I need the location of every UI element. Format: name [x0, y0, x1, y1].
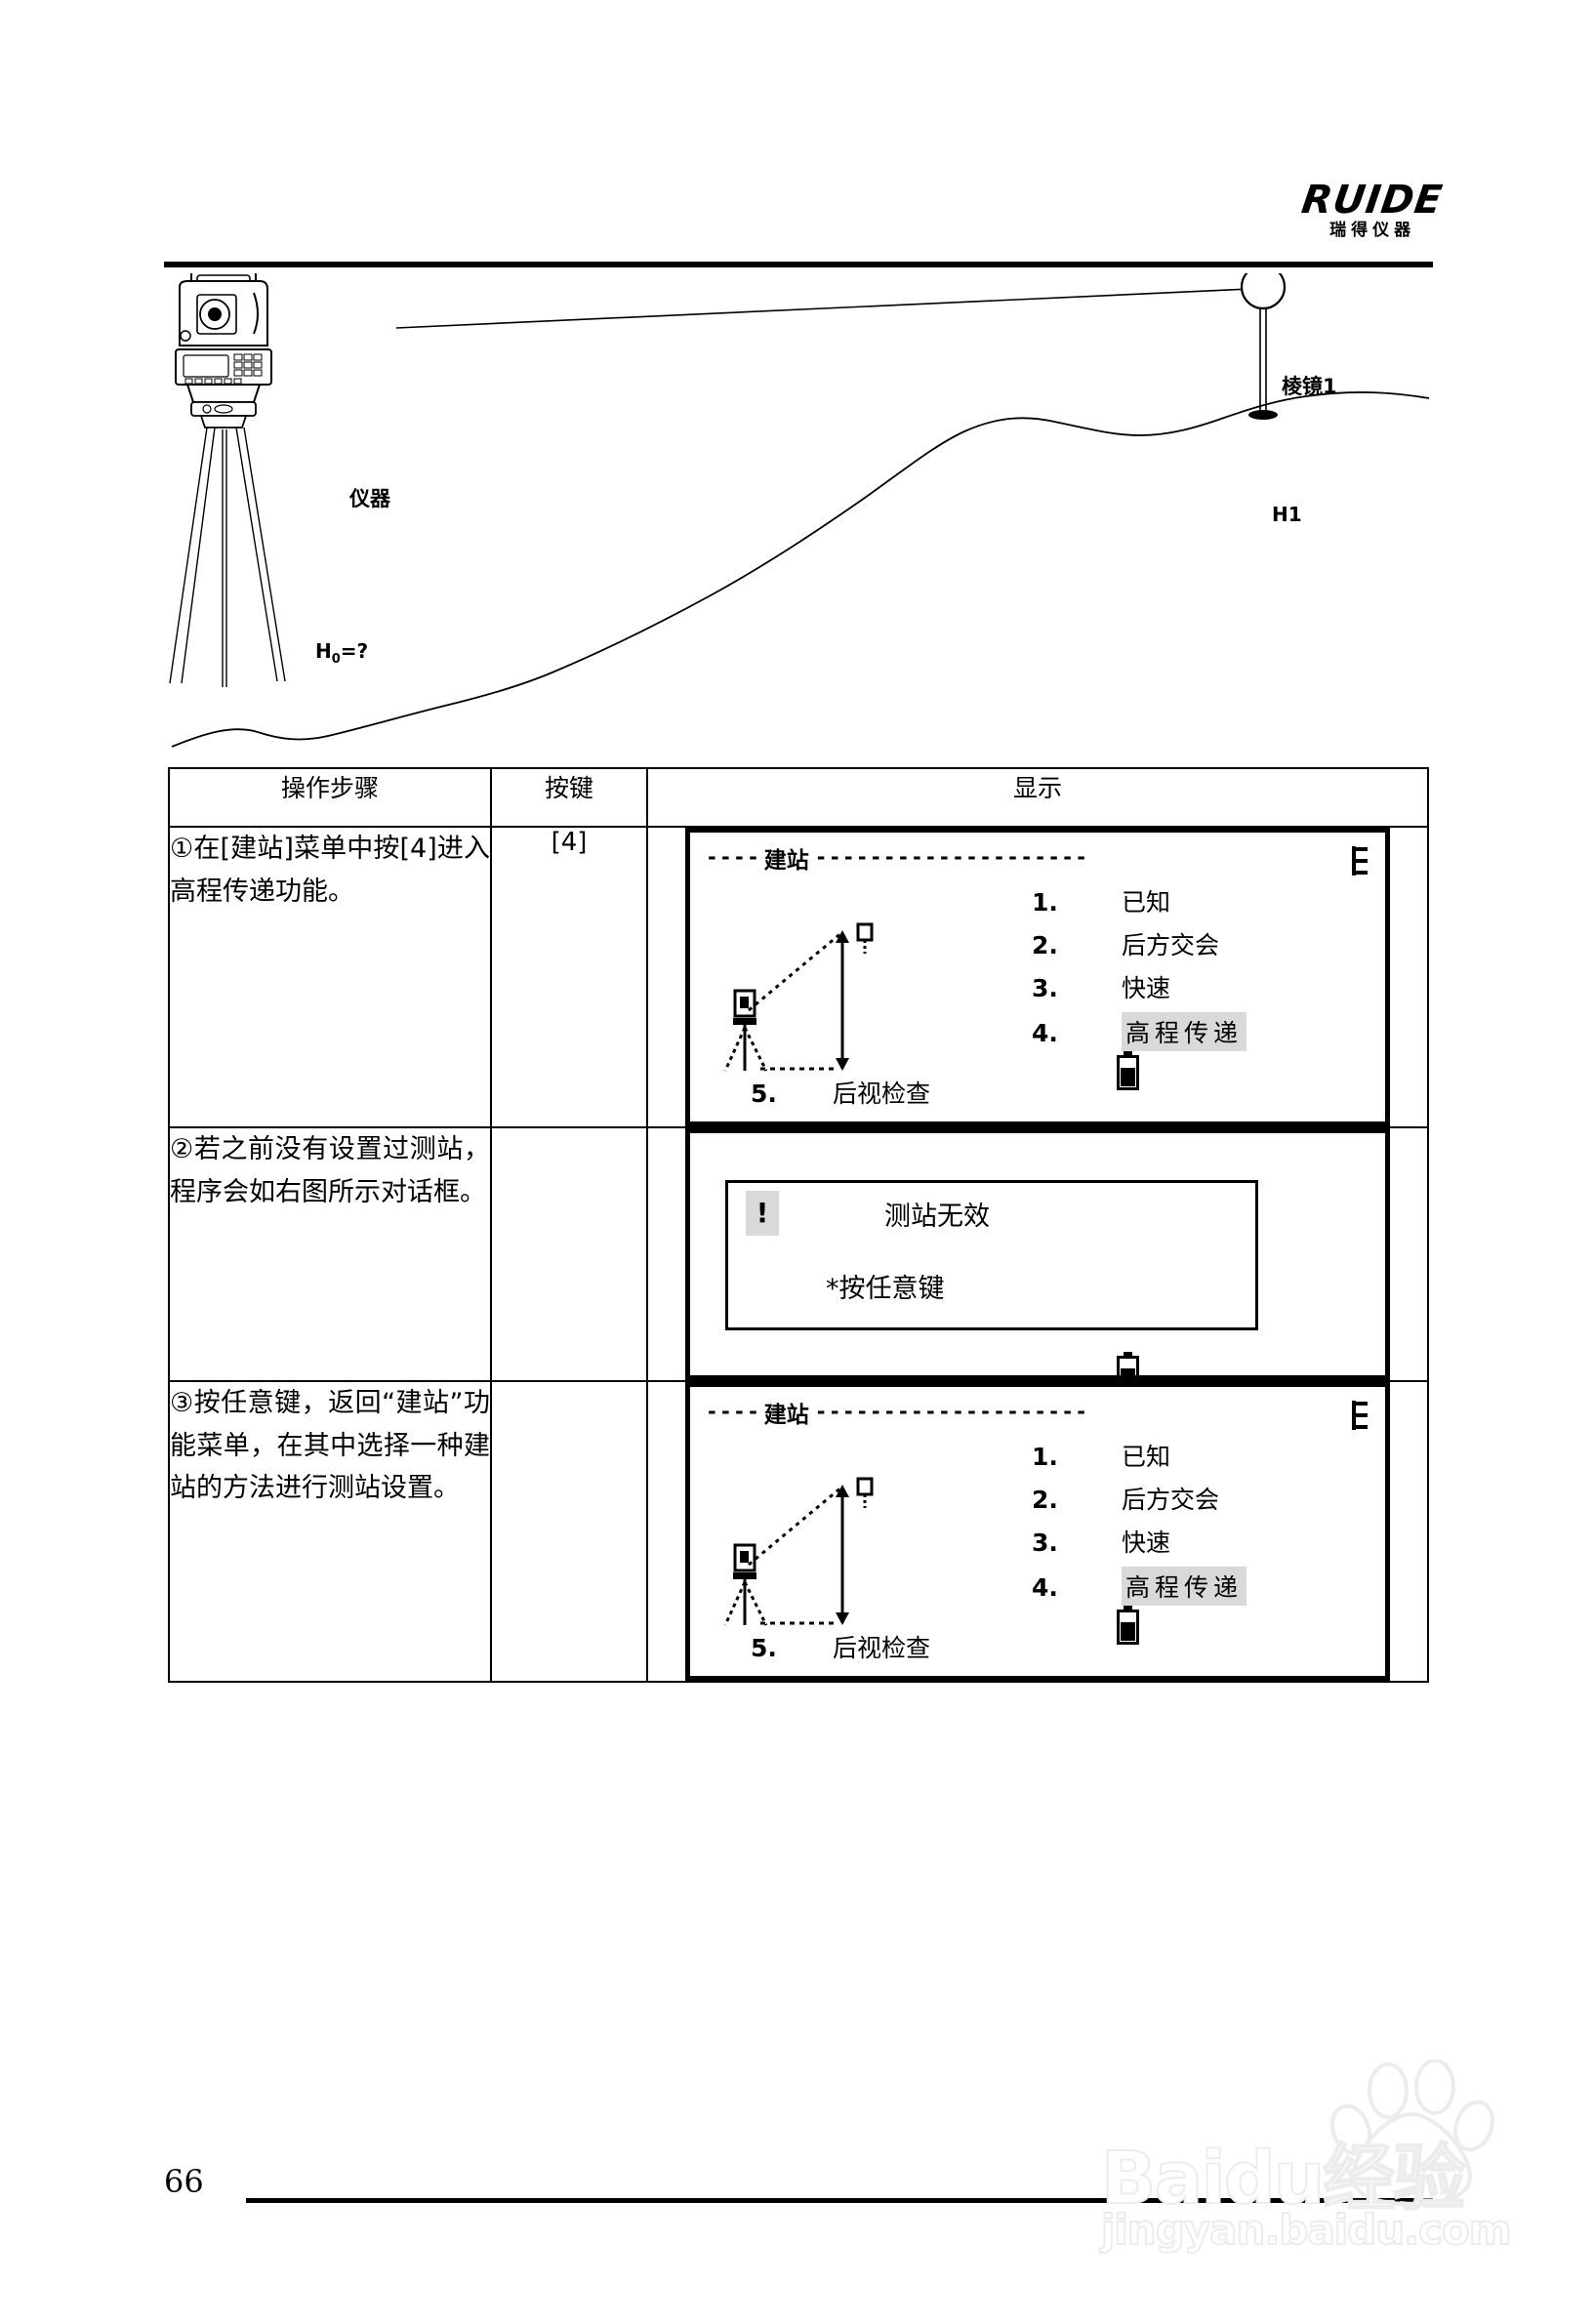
step-cell: ①在[建站]菜单中按[4]进入高程传递功能。	[168, 826, 492, 1128]
lcd-screen-setup-menu: - - - - 建站 - - - - - - - - - - - - - - -…	[685, 1382, 1390, 1681]
display-cell: - - - - 建站 - - - - - - - - - - - - - - -…	[646, 826, 1429, 1128]
table-row: ①在[建站]菜单中按[4]进入高程传递功能。 [4] - - - - 建站 - …	[168, 826, 1429, 1128]
menu-item-number: 1.	[1032, 888, 1058, 917]
key-cell: [4]	[490, 826, 648, 1128]
table-row: ③按任意键，返回“建站”功能菜单，在其中选择一种建站的方法进行测站设置。 - -…	[168, 1380, 1429, 1683]
step-text: ①在[建站]菜单中按[4]进入高程传递功能。	[170, 834, 490, 907]
dialog-message: 测站无效	[884, 1202, 990, 1232]
column-header-display: 显示	[646, 767, 1429, 828]
menu-item[interactable]: 3. 快速	[1032, 969, 1373, 1012]
table-header-row: 操作步骤 按键 显示	[168, 767, 1429, 828]
step-cell: ③按任意键，返回“建站”功能菜单，在其中选择一种建站的方法进行测站设置。	[168, 1380, 492, 1683]
page-number: 66	[164, 2163, 204, 2200]
display-cell: - - - - 建站 - - - - - - - - - - - - - - -…	[646, 1380, 1429, 1683]
lcd-title-row: - - - - 建站 - - - - - - - - - - - - - - -…	[708, 1399, 1371, 1432]
menu-item-number: 2.	[1032, 1486, 1058, 1514]
logo-wordmark: RUIDE	[1299, 178, 1447, 223]
menu-item-label: 后视检查	[833, 1634, 931, 1662]
pole-base	[1248, 410, 1278, 420]
menu-item-number: 1.	[1032, 1443, 1058, 1471]
station-height-unknown: =?	[340, 639, 369, 663]
tripod-legs	[169, 427, 286, 687]
brand-logo: RUIDE 瑞得仪器	[1299, 178, 1447, 240]
lcd-menu-list: 1. 已知 2. 后方交会 3. 快速	[1032, 883, 1373, 1055]
terrain-line	[171, 391, 1430, 748]
height-transfer-diagram: 仪器 棱镜1 H1 H0=?	[164, 273, 1433, 752]
lcd-schematic-icon	[723, 1477, 874, 1626]
menu-item[interactable]: 2. 后方交会	[1032, 926, 1373, 969]
total-station-instrument	[175, 273, 272, 428]
signal-icon	[1352, 1401, 1371, 1430]
lcd-screen-setup-menu: - - - - 建站 - - - - - - - - - - - - - - -…	[685, 828, 1390, 1126]
menu-item-label: 快速	[1122, 1529, 1171, 1557]
watermark: Baidu经验 jingyan.baidu.com	[1093, 2059, 1552, 2284]
display-cell: ! 测站无效 *按任意键	[646, 1126, 1429, 1391]
prism-head	[1240, 273, 1287, 310]
signal-icon	[1352, 846, 1371, 876]
watermark-brand: Baidu经验	[1100, 2136, 1466, 2222]
menu-item-label: 后方交会	[1122, 931, 1220, 959]
station-height-subscript: 0	[331, 652, 341, 667]
menu-item-label: 已知	[1122, 1443, 1171, 1471]
procedure-table: 操作步骤 按键 显示 ①在[建站]菜单中按[4]进入高程传递功能。 [4] - …	[168, 767, 1429, 1683]
lcd-dash-left: - - - -	[708, 1399, 757, 1423]
menu-item-number: 4.	[1032, 1019, 1058, 1047]
dialog-hint: *按任意键	[826, 1274, 945, 1304]
menu-item[interactable]: 1. 已知	[1032, 1438, 1373, 1481]
line-of-sight	[395, 288, 1251, 329]
column-header-steps: 操作步骤	[168, 767, 492, 828]
watermark-url: jingyan.baidu.com	[1100, 2205, 1513, 2255]
key-cell	[490, 1380, 648, 1683]
menu-item-number: 5.	[751, 1080, 777, 1108]
menu-item-selected[interactable]: 4. 高程传递	[1032, 1567, 1373, 1610]
lcd-title-row: - - - - 建站 - - - - - - - - - - - - - - -…	[708, 844, 1371, 877]
menu-item-label-highlighted: 高程传递	[1122, 1567, 1247, 1606]
menu-item-number: 4.	[1032, 1573, 1058, 1602]
lcd-dash-left: - - - -	[708, 844, 757, 869]
target-height-label: H1	[1272, 503, 1302, 526]
menu-item-number: 3.	[1032, 1529, 1058, 1557]
menu-item-label: 后方交会	[1122, 1486, 1220, 1514]
warning-icon: !	[746, 1191, 779, 1236]
column-header-key: 按键	[490, 767, 648, 828]
prism-pole	[1240, 273, 1287, 420]
menu-item-number: 2.	[1032, 931, 1058, 959]
paw-icon	[1330, 2059, 1494, 2206]
diagram-svg	[169, 273, 1430, 748]
menu-item-label: 已知	[1122, 888, 1171, 917]
menu-item[interactable]: 3. 快速	[1032, 1524, 1373, 1567]
footer-divider	[246, 2198, 1433, 2203]
menu-item[interactable]: 2. 后方交会	[1032, 1481, 1373, 1524]
lcd-title: 建站	[763, 847, 809, 874]
step-text: ③按任意键，返回“建站”功能菜单，在其中选择一种建站的方法进行测站设置。	[170, 1388, 490, 1504]
dialog-box: ! 测站无效 *按任意键	[725, 1180, 1258, 1330]
station-height-label: H0=?	[315, 639, 368, 667]
menu-item-number: 3.	[1032, 974, 1058, 1002]
battery-icon	[1117, 1051, 1139, 1090]
lcd-menu-list: 1. 已知 2. 后方交会 3. 快速	[1032, 1438, 1373, 1610]
lcd-dash-right: - - - - - - - - - - - - - - - - - - - -	[816, 1401, 1085, 1422]
menu-item[interactable]: 5. 后视检查	[751, 1075, 930, 1110]
menu-item-label: 后视检查	[833, 1080, 931, 1108]
step-cell: ②若之前没有设置过测站，程序会如右图所示对话框。	[168, 1126, 492, 1382]
step-text: ②若之前没有设置过测站，程序会如右图所示对话框。	[170, 1134, 490, 1207]
instrument-label: 仪器	[349, 487, 390, 510]
lcd-screen-error-dialog: ! 测站无效 *按任意键	[685, 1128, 1390, 1391]
key-cell	[490, 1126, 648, 1382]
menu-item-number: 5.	[751, 1634, 777, 1662]
table-row: ②若之前没有设置过测站，程序会如右图所示对话框。 ! 测站无效 *按任意键	[168, 1126, 1429, 1391]
lcd-title: 建站	[763, 1402, 809, 1428]
prism-label: 棱镜1	[1282, 375, 1337, 398]
menu-item[interactable]: 1. 已知	[1032, 883, 1373, 926]
menu-item-label-highlighted: 高程传递	[1122, 1012, 1247, 1051]
menu-item[interactable]: 5. 后视检查	[751, 1629, 930, 1664]
lcd-schematic-icon	[723, 922, 874, 1072]
menu-item-selected[interactable]: 4. 高程传递	[1032, 1012, 1373, 1055]
menu-item-label: 快速	[1122, 974, 1171, 1002]
logo-subtitle: 瑞得仪器	[1329, 221, 1416, 240]
battery-icon	[1117, 1606, 1139, 1645]
header-divider	[164, 262, 1433, 267]
station-height-symbol: H	[315, 639, 332, 663]
lcd-dash-right: - - - - - - - - - - - - - - - - - - - -	[816, 846, 1085, 868]
